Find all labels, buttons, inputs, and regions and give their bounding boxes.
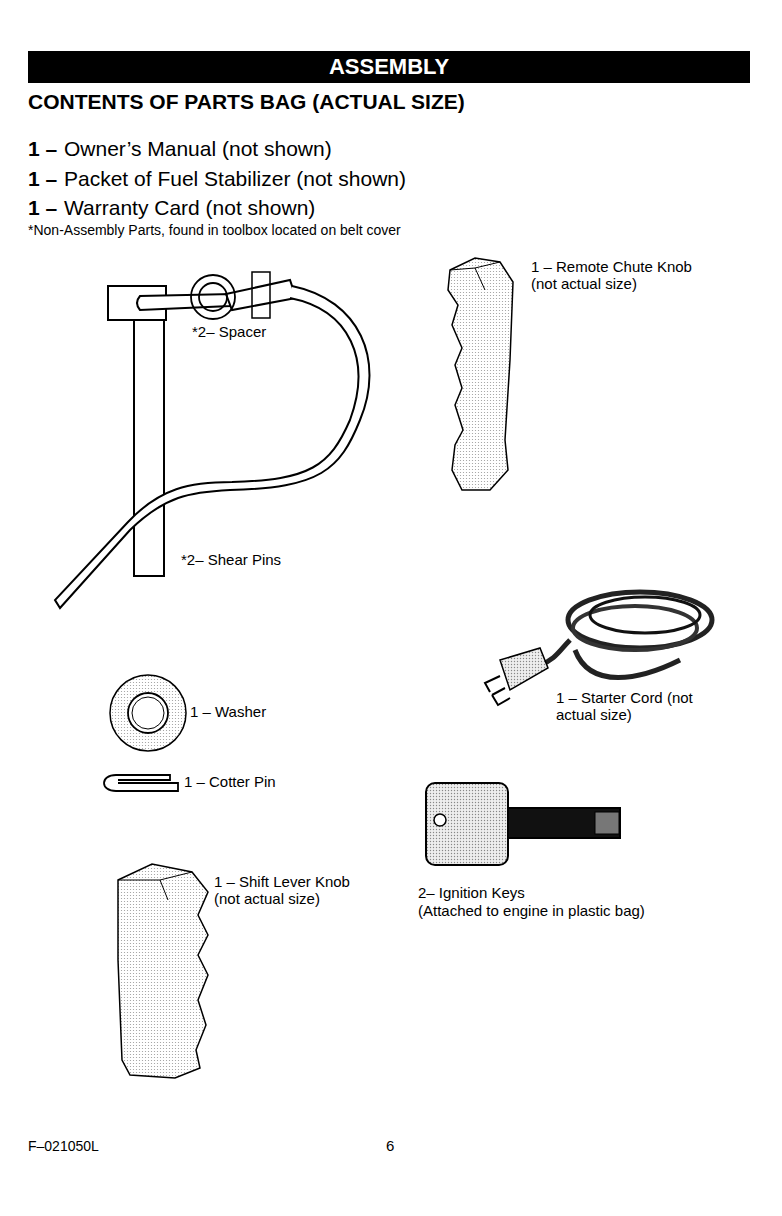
page-number: 6	[386, 1137, 394, 1154]
part-label: 1 – Shift Lever Knob (not actual size)	[214, 873, 374, 908]
page-code: F–021050L	[28, 1138, 99, 1154]
part-label: 1 – Cotter Pin	[184, 773, 276, 790]
quantity: 1 –	[28, 137, 57, 161]
part-label: *2– Shear Pins	[181, 551, 281, 568]
list-item: Warranty Card (not shown)	[64, 196, 315, 220]
list-item: Packet of Fuel Stabilizer (not shown)	[64, 167, 406, 191]
part-label: 2– Ignition Keys	[418, 884, 525, 901]
part-label: *2– Spacer	[192, 323, 266, 340]
part-label: (Attached to engine in plastic bag)	[418, 902, 645, 919]
part-label: 1 – Washer	[190, 703, 266, 720]
list-item: Owner’s Manual (not shown)	[64, 137, 332, 161]
section-title: ASSEMBLY	[28, 53, 750, 81]
quantity: 1 –	[28, 196, 57, 220]
sub-heading: CONTENTS OF PARTS BAG (ACTUAL SIZE)	[28, 90, 465, 114]
part-label: 1 – Remote Chute Knob (not actual size)	[531, 258, 711, 293]
part-label: 1 – Starter Cord (not actual size)	[556, 689, 696, 724]
note: *Non-Assembly Parts, found in toolbox lo…	[28, 222, 401, 238]
quantity: 1 –	[28, 167, 57, 191]
